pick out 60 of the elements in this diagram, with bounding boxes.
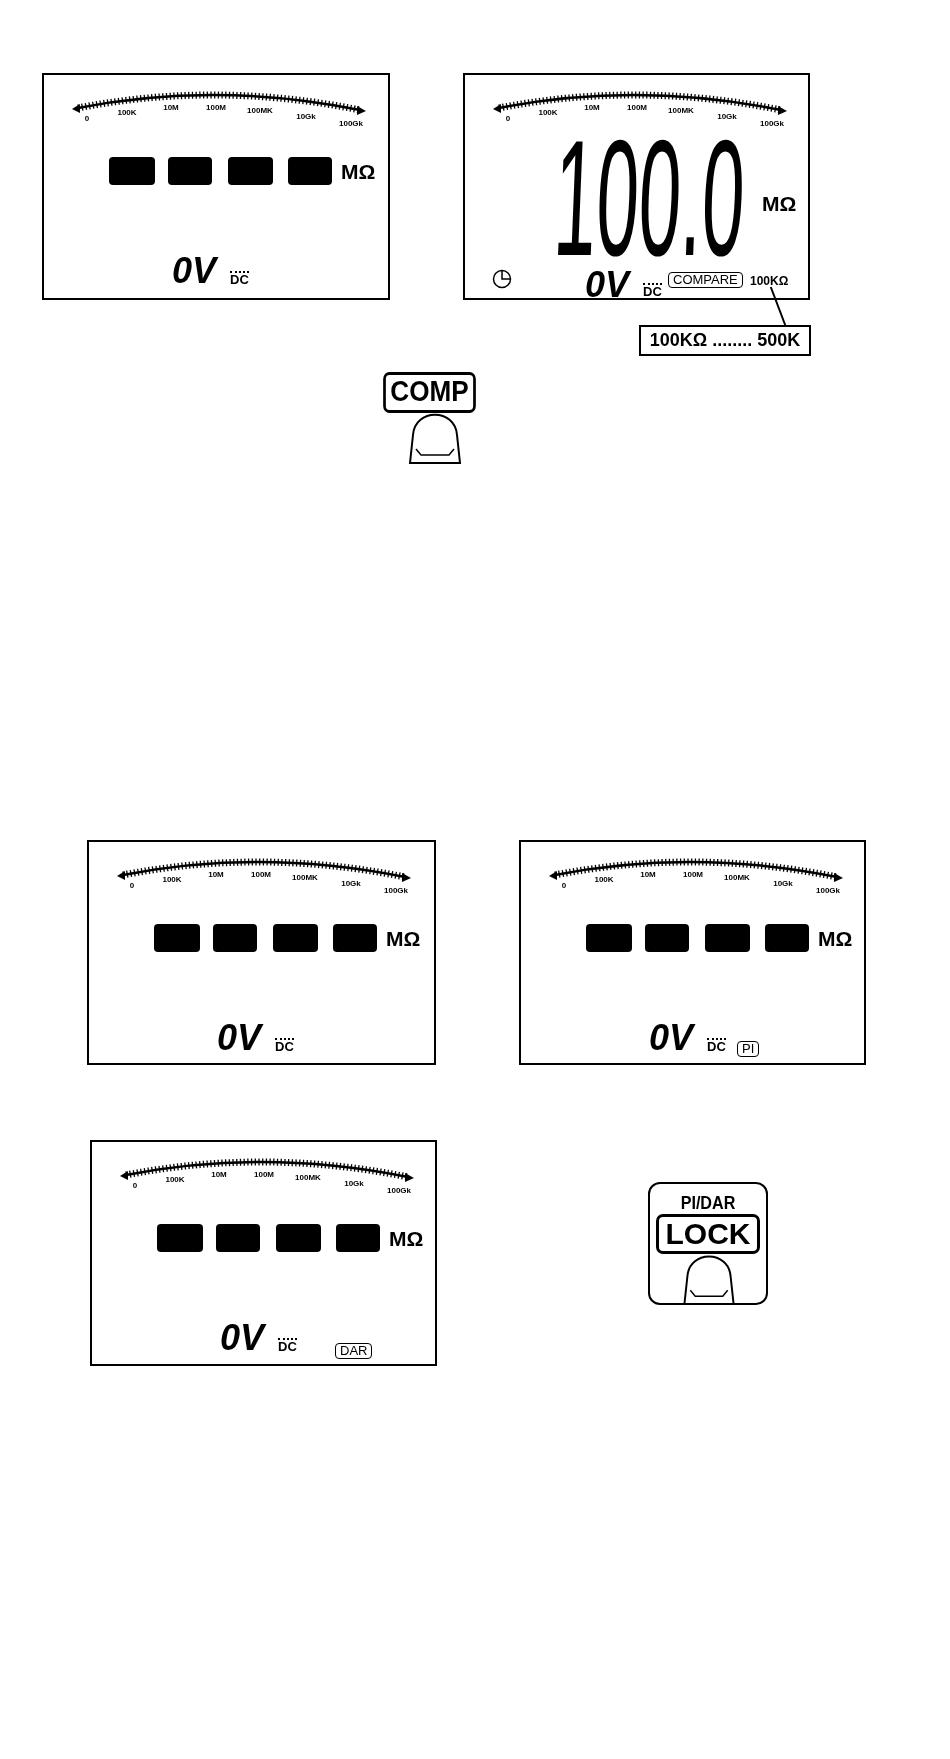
scale-label: 100K: [162, 876, 182, 884]
unit-label: MΩ: [386, 928, 421, 949]
scale-label: 10Gk: [773, 880, 793, 888]
scale-label: 10M: [208, 871, 224, 879]
voltage-reading: 0V: [217, 1020, 262, 1056]
scale-label: 100K: [117, 109, 137, 117]
scale-label: 10Gk: [341, 880, 361, 888]
scale-label: 0: [505, 115, 511, 123]
unit-label: MΩ: [389, 1228, 424, 1249]
scale-label: 100MK: [247, 107, 273, 115]
scale-label: 100M: [683, 871, 703, 879]
unit-label: MΩ: [341, 161, 376, 182]
mode-indicator: PI: [737, 1041, 760, 1057]
voltage-reading: 0V: [172, 253, 217, 289]
scale-label: 100Gk: [387, 1187, 411, 1195]
scale-label: 100K: [594, 876, 614, 884]
scale-label: 0: [132, 1182, 138, 1190]
threshold-value: 100KΩ: [750, 275, 789, 287]
mode-indicator: DAR: [335, 1343, 373, 1359]
lcd-display: [463, 73, 810, 300]
mode-indicator: COMPARE: [668, 272, 743, 288]
unit-label: MΩ: [818, 928, 853, 949]
unit-label: MΩ: [762, 193, 797, 214]
scale-label: 10Gk: [344, 1180, 364, 1188]
scale-label: 0: [84, 115, 90, 123]
lock-key: LOCK: [656, 1214, 760, 1254]
scale-label: 100MK: [292, 874, 318, 882]
button-caption: PI/DAR: [679, 1193, 737, 1212]
scale-label: 100K: [538, 109, 558, 117]
scale-label: 10Gk: [717, 113, 737, 121]
scale-label: 100M: [627, 104, 647, 112]
reading-digits: 100.0: [552, 137, 747, 261]
scale-label: 10Gk: [296, 113, 316, 121]
callout-box: 100KΩ ........ 500K: [639, 325, 811, 356]
scale-label: 100K: [165, 1176, 185, 1184]
scale-label: 100Gk: [760, 120, 784, 128]
scale-label: 100Gk: [339, 120, 363, 128]
voltage-reading: 0V: [585, 267, 630, 303]
scale-label: 100Gk: [384, 887, 408, 895]
scale-label: 100MK: [724, 874, 750, 882]
scale-label: 100M: [206, 104, 226, 112]
lcd-display: [42, 73, 390, 300]
lcd-display: [519, 840, 866, 1065]
lcd-display: [90, 1140, 437, 1366]
scale-label: 100M: [251, 871, 271, 879]
scale-label: 0: [561, 882, 567, 890]
scale-label: 100M: [254, 1171, 274, 1179]
scale-label: 10M: [163, 104, 179, 112]
scale-label: 100MK: [668, 107, 694, 115]
lcd-display: [87, 840, 436, 1065]
scale-label: 0: [129, 882, 135, 890]
scale-label: 10M: [211, 1171, 227, 1179]
scale-label: 10M: [640, 871, 656, 879]
comp-button: COMP: [383, 372, 476, 413]
scale-label: 100MK: [295, 1174, 321, 1182]
scale-label: 100Gk: [816, 887, 840, 895]
voltage-reading: 0V: [649, 1020, 694, 1056]
scale-label: 10M: [584, 104, 600, 112]
voltage-reading: 0V: [220, 1320, 265, 1356]
leader-line: [769, 286, 787, 326]
